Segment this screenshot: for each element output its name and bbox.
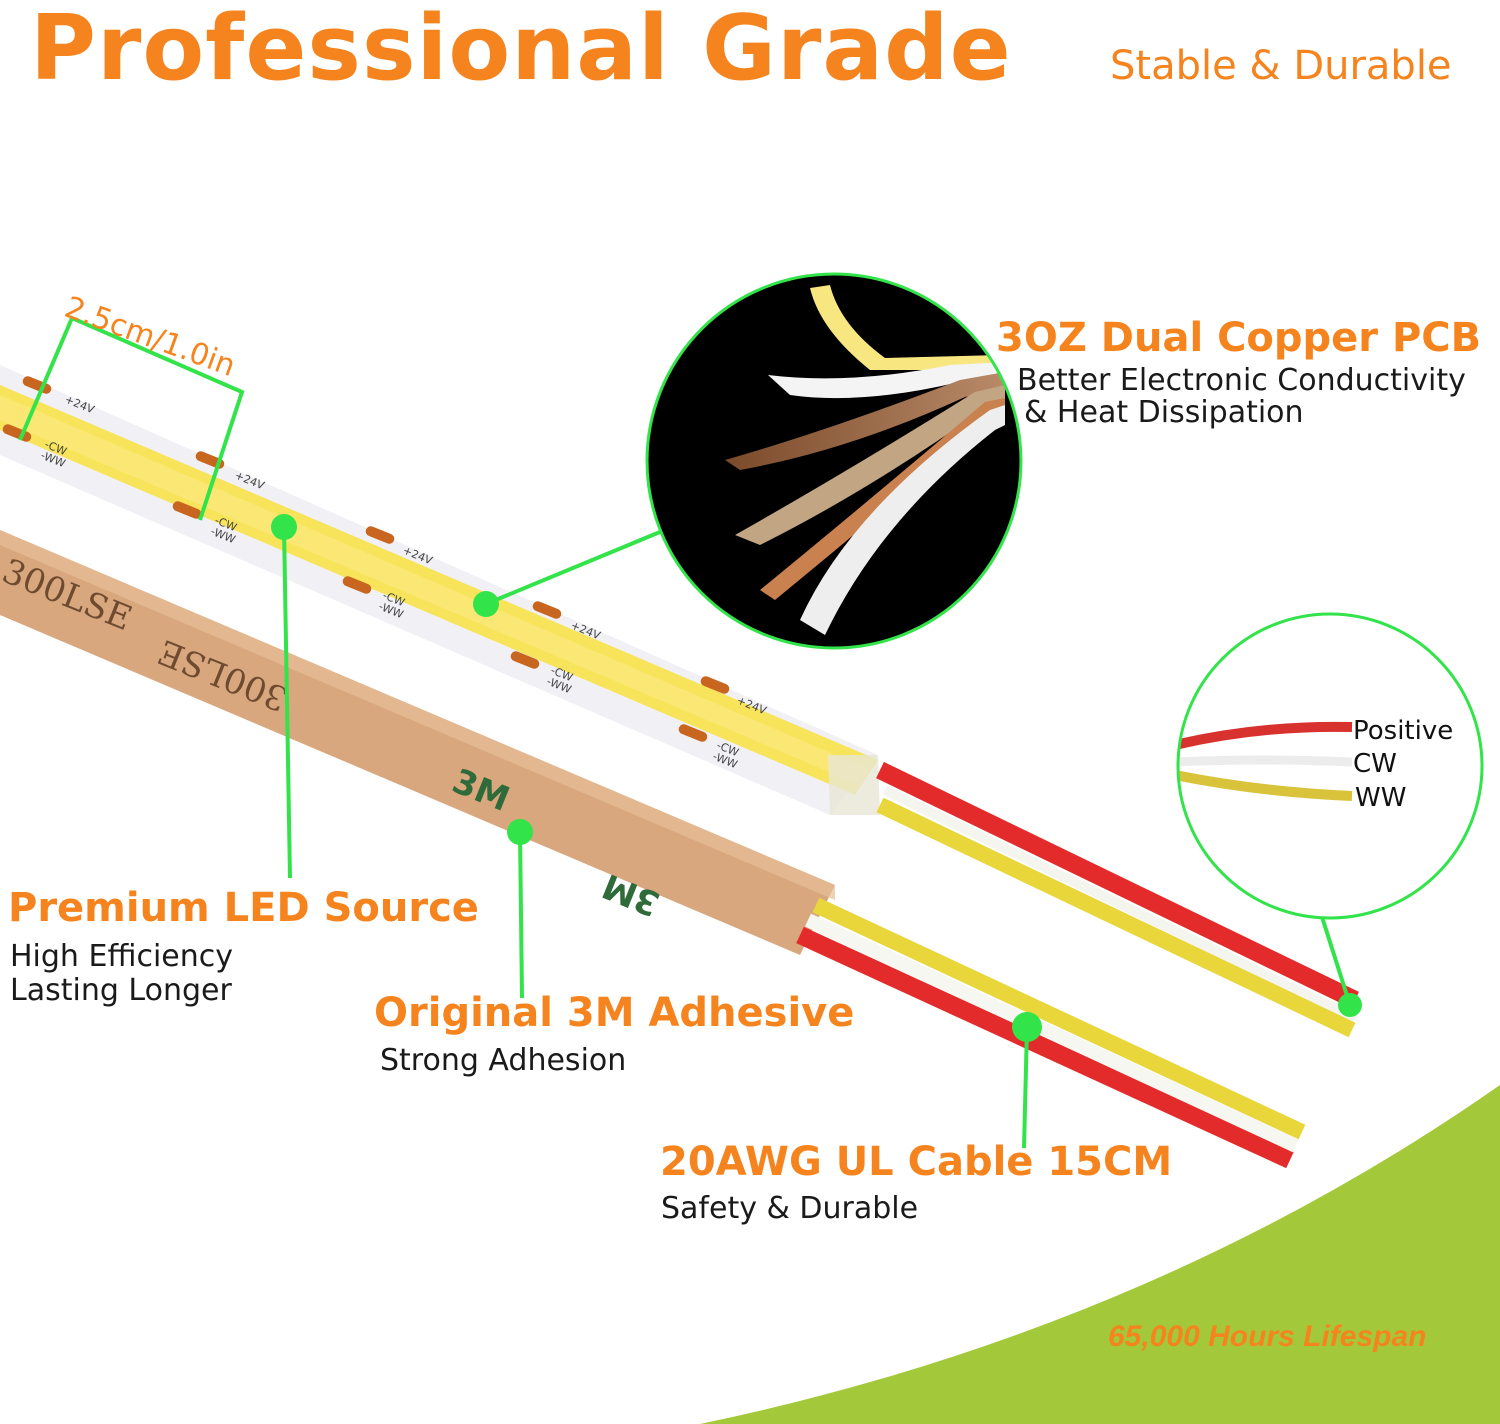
- page-title: Professional Grade: [30, 0, 1012, 101]
- feature-heading-adhesive: Original 3M Adhesive: [374, 990, 855, 1036]
- wire-label-cw: CW: [1353, 749, 1397, 779]
- led-strip-cable: [876, 761, 1359, 1038]
- pcb-detail-circle: [645, 272, 1023, 650]
- led-strip: +24V -CW -WW +24V -CW -WW +24V -CW -WW +…: [0, 365, 880, 815]
- feature-text-cable-1: Safety & Durable: [661, 1191, 919, 1226]
- callout-dot-wire: [1338, 993, 1362, 1017]
- callout-dot-tape: [507, 819, 533, 845]
- footer-swoosh: [700, 1085, 1500, 1424]
- page-subtitle: Stable & Durable: [1110, 43, 1452, 89]
- feature-text-led-2: Lasting Longer: [10, 973, 232, 1008]
- tape-cable: [796, 897, 1306, 1169]
- callout-dot-pcb: [473, 591, 499, 617]
- callout-dot-cable: [1012, 1012, 1042, 1042]
- feature-heading-pcb: 3OZ Dual Copper PCB: [996, 315, 1482, 361]
- wire-label-positive: Positive: [1353, 716, 1454, 746]
- feature-text-adhesive-1: Strong Adhesion: [380, 1043, 627, 1078]
- wire-detail-circle: [1176, 612, 1484, 920]
- callout-dots: [271, 514, 1362, 1042]
- wire-label-ww: WW: [1355, 783, 1407, 813]
- callout-dot-led: [271, 514, 297, 540]
- feature-text-pcb-1: Better Electronic Conductivity: [1017, 363, 1466, 398]
- feature-heading-cable: 20AWG UL Cable 15CM: [660, 1139, 1173, 1185]
- feature-text-pcb-2: & Heat Dissipation: [1024, 395, 1304, 430]
- adhesive-tape: 3M 300LSE 300LSE 3M: [0, 530, 835, 955]
- callout-lines: [18, 315, 1352, 1149]
- feature-text-led-1: High Efficiency: [10, 939, 233, 974]
- lifespan-text: 65,000 Hours Lifespan: [1108, 1320, 1427, 1353]
- feature-heading-led: Premium LED Source: [8, 885, 479, 931]
